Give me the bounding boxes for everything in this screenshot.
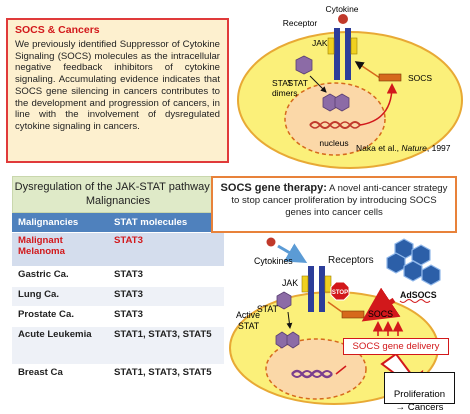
stat-molecule (295, 55, 313, 75)
intro-box: SOCS & Cancers We previously identified … (6, 18, 229, 163)
dna-blocked-arrow (335, 365, 347, 375)
stat-cell: STAT3 (108, 306, 224, 327)
proliferation-box: Proliferation → Cancers (384, 372, 455, 413)
malignancy-cell: Acute Leukemia (12, 326, 108, 365)
therapy-title: SOCS gene therapy: (220, 182, 327, 194)
nucleus-label: nucleus (319, 138, 348, 148)
dna-strand-2 (309, 121, 361, 129)
malignancy-table: Dysregulation of the JAK-STAT pathway in… (12, 176, 224, 403)
stat-cell: STAT3 (108, 232, 224, 267)
receptor-left (334, 28, 340, 80)
table-row: Breast Ca STAT1, STAT3, STAT5 (12, 364, 224, 403)
active-stat-a (275, 331, 289, 349)
arrow-socs-inhibit (327, 301, 343, 313)
malignancy-cell: Prostate Ca. (12, 306, 108, 327)
cytokine-molecule (266, 237, 276, 247)
receptor-right (345, 28, 351, 80)
socs-label: SOCS (368, 309, 393, 319)
arrow-gene-delivery (361, 287, 401, 322)
malignancy-cell: Lung Ca. (12, 286, 108, 307)
receptor-left (308, 266, 314, 312)
stat-label: STAT (257, 304, 279, 314)
table-title: Dysregulation of the JAK-STAT pathway in… (12, 176, 224, 213)
therapy-box: SOCS gene therapy: A novel anti-cancer s… (211, 176, 457, 233)
arrow-nucleus-to-socs (359, 83, 398, 126)
cytokine-label: Cytokine (325, 4, 358, 14)
cancer-nucleus (265, 338, 367, 400)
adsocs-underline (399, 299, 431, 303)
proliferation-label: Proliferation → Cancers (393, 389, 446, 413)
gene-delivery-box: SOCS gene delivery (343, 338, 449, 355)
nucleus (284, 82, 386, 156)
table-row: Malignant Melanoma STAT3 (12, 232, 224, 267)
arrow-stat-activation (286, 311, 293, 329)
jak-label: JAK (312, 38, 328, 48)
arrow-socs-inhibit (354, 61, 381, 79)
malignancy-cell: Breast Ca (12, 364, 108, 403)
jak-right (324, 275, 332, 293)
dna-strand (309, 121, 361, 129)
stat-molecule (276, 291, 292, 310)
stat-cell: STAT3 (108, 286, 224, 307)
stat-dimer-b (334, 93, 350, 112)
socs-label: SOCS (408, 73, 432, 83)
arrow-cytokine (277, 243, 308, 264)
citation: Naka et al., Nature, 1997 (356, 143, 451, 153)
cytokines-label: Cytokines (254, 256, 293, 266)
therapy-text: A novel anti-cancer strategy to stop can… (231, 183, 448, 218)
socs-block (341, 310, 365, 319)
receptors-label: Receptors (328, 255, 374, 266)
jak-left (327, 37, 335, 55)
stat-cell: STAT1, STAT3, STAT5 (108, 326, 224, 365)
adsocs-virus-icon (386, 238, 441, 286)
adsocs-label: AdSOCS (400, 290, 437, 300)
stop-sign-label: STOP (332, 290, 348, 296)
arrow-stat-to-nucleus (309, 75, 327, 93)
jak-label: JAK (282, 278, 298, 288)
intro-text: We previously identified Suppressor of C… (15, 39, 220, 132)
intro-title: SOCS & Cancers (15, 24, 100, 36)
table-row: Prostate Ca. STAT3 (12, 306, 224, 327)
header-stat-molecules: STAT molecules (108, 213, 224, 233)
jak-left (301, 275, 309, 293)
gene-delivery-label: SOCS gene delivery (352, 341, 440, 352)
stat-cell: STAT3 (108, 266, 224, 287)
receptor-right (319, 266, 325, 312)
malignancy-cell: Malignant Melanoma (12, 232, 108, 267)
table-row: Gastric Ca. STAT3 (12, 266, 224, 287)
stat-table: Malignancies STAT molecules Malignant Me… (12, 213, 224, 403)
cytokine-molecule (338, 14, 348, 24)
stat-label: STAT (288, 78, 308, 88)
dna-strand-2 (291, 370, 333, 378)
table-row: Lung Ca. STAT3 (12, 286, 224, 307)
jak-right (350, 37, 358, 55)
active-stat-b (286, 331, 300, 349)
malignancy-cell: Gastric Ca. (12, 266, 108, 287)
stat-cell: STAT1, STAT3, STAT5 (108, 364, 224, 403)
stop-sign (330, 281, 350, 301)
receptor-label: Receptor (283, 18, 318, 28)
table-row: Acute Leukemia STAT1, STAT3, STAT5 (12, 326, 224, 365)
header-malignancies: Malignancies (12, 213, 108, 233)
socs-block (378, 73, 402, 82)
